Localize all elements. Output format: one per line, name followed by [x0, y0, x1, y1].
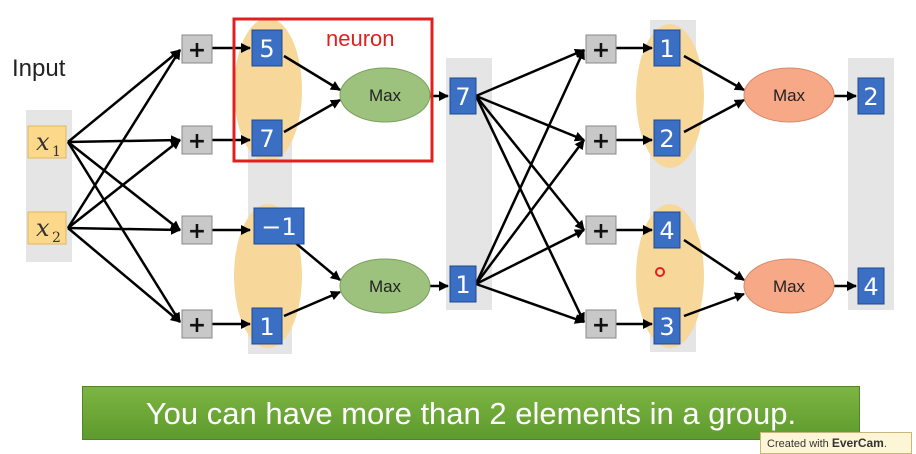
value-box [251, 119, 283, 157]
group-ellipse-3 [636, 24, 704, 168]
output-box [449, 265, 477, 303]
value-text: 5 [259, 35, 274, 63]
input-label: Input [12, 55, 66, 82]
input-edges [66, 43, 857, 329]
plus-sign: + [592, 313, 610, 338]
caption-banner: You can have more than 2 elements in a g… [82, 386, 860, 440]
max-label: Max [773, 277, 806, 296]
input-x1-box [27, 125, 67, 159]
plus-node [585, 125, 617, 155]
neuron-frame [232, 17, 434, 163]
max-node [743, 67, 835, 123]
plus-sign: + [592, 129, 610, 154]
plus-sign: + [188, 38, 206, 63]
plus-node [181, 215, 213, 245]
value-box [653, 119, 681, 157]
output-box [449, 77, 477, 115]
max-node [339, 67, 431, 123]
watermark-brand: EverCam [831, 436, 884, 450]
input-x1-symbol: x [36, 128, 50, 156]
max-label: Max [369, 277, 402, 296]
plus-sign: + [188, 129, 206, 154]
input-x2-subscript: 2 [52, 230, 61, 246]
value-box [253, 207, 305, 245]
group-ellipse-4 [636, 204, 704, 348]
input-x2-symbol: x [36, 214, 50, 242]
value-text: 1 [259, 313, 274, 341]
watermark-suffix: . [883, 438, 887, 450]
max-node [339, 258, 431, 314]
plus-node [585, 309, 617, 339]
value-text: 4 [659, 217, 674, 245]
value-text: 1 [659, 35, 674, 63]
max-label: Max [369, 86, 402, 105]
plus-node [181, 309, 213, 339]
neuron-label: neuron [326, 26, 395, 51]
output-text: 4 [863, 273, 878, 301]
cursor-indicator [655, 267, 665, 277]
plus-sign: + [188, 219, 206, 244]
value-box [251, 29, 283, 67]
plus-node [181, 34, 213, 64]
value-box [653, 307, 681, 345]
output-box [857, 267, 885, 305]
value-box [653, 29, 681, 67]
value-text: 2 [659, 125, 674, 153]
output-text: 7 [455, 83, 470, 111]
plus-node [181, 125, 213, 155]
value-box [251, 307, 283, 345]
input-x1-subscript: 1 [52, 144, 61, 160]
plus-node [585, 215, 617, 245]
plus-sign: + [592, 38, 610, 63]
value-box [653, 211, 681, 249]
group-ellipse-1 [234, 18, 302, 162]
input-x2-box [27, 211, 67, 245]
watermark: Created with EverCam. [760, 432, 912, 454]
output-text: 1 [455, 271, 470, 299]
max-label: Max [773, 86, 806, 105]
value-text: 7 [259, 125, 274, 153]
output-text: 2 [863, 83, 878, 111]
watermark-prefix: Created with [767, 438, 832, 450]
plus-sign: + [592, 219, 610, 244]
max-node [743, 258, 835, 314]
value-text: 3 [659, 313, 674, 341]
value-text: −1 [261, 213, 296, 241]
plus-node [585, 34, 617, 64]
plus-sign: + [188, 313, 206, 338]
output-box [857, 77, 885, 115]
